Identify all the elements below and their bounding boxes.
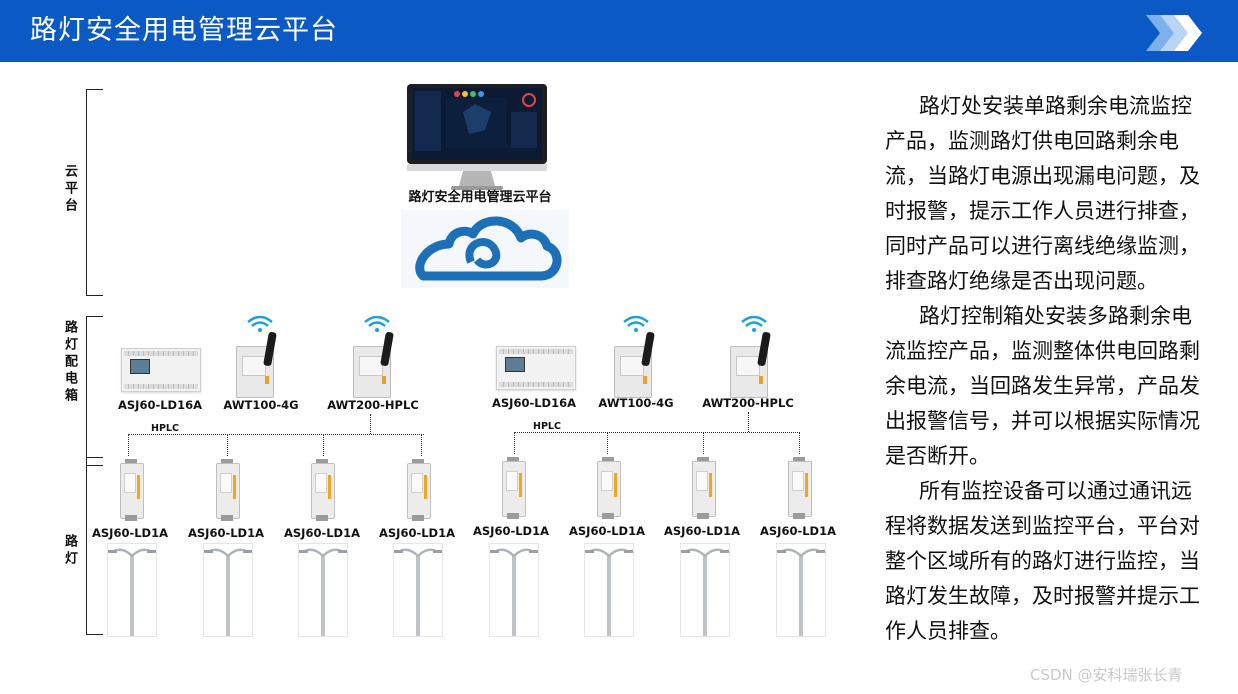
- description-text: 路灯处安装单路剩余电流监控产品，监测路灯供电回路剩余电流，当路灯电源出现漏电问题…: [885, 89, 1210, 649]
- gateway-awt100-4g-1: [236, 324, 284, 396]
- paragraph-3: 所有监控设备可以通过通讯远程将数据发送到监控平台，平台对整个区域所有的路灯进行监…: [885, 474, 1210, 649]
- street-lamp-icon: [393, 543, 443, 637]
- monitor-icon: [405, 82, 549, 192]
- tier-label-distribution: 路灯配电箱: [60, 320, 79, 405]
- bus-line: [514, 432, 800, 433]
- device-label: AWT200-HPLC: [327, 398, 419, 412]
- meter-asj60-ld16a-1: [121, 348, 201, 392]
- sensor-label: ASJ60-LD1A: [379, 526, 455, 540]
- sensor-asj60-ld1a: [593, 457, 623, 519]
- tier-bracket-lamps: [86, 457, 103, 635]
- device-label: AWT200-HPLC: [702, 396, 794, 410]
- sensor-label: ASJ60-LD1A: [664, 524, 740, 538]
- device-label: ASJ60-LD16A: [118, 398, 202, 412]
- tier-bracket-cloud: [86, 89, 103, 296]
- bus-drop: [370, 414, 371, 434]
- paragraph-1: 路灯处安装单路剩余电流监控产品，监测路灯供电回路剩余电流，当路灯电源出现漏电问题…: [885, 89, 1210, 299]
- watermark: CSDN @安科瑞张长青: [1030, 664, 1183, 685]
- title-bar: 路灯安全用电管理云平台: [0, 0, 1238, 62]
- tier-label-lamps: 路灯: [60, 534, 79, 568]
- bus-drop: [514, 432, 515, 454]
- bus-drop: [227, 434, 228, 456]
- sensor-asj60-ld1a: [498, 457, 528, 519]
- sensor-asj60-ld1a: [784, 457, 814, 519]
- sensor-asj60-ld1a: [212, 459, 242, 521]
- bus-drop: [323, 434, 324, 456]
- street-lamp-icon: [298, 543, 348, 637]
- sensor-label: ASJ60-LD1A: [188, 526, 264, 540]
- gateway-awt200-hplc-2: [730, 324, 778, 396]
- street-lamp-icon: [203, 543, 253, 637]
- sensor-label: ASJ60-LD1A: [569, 524, 645, 538]
- bus-drop: [703, 432, 704, 454]
- street-lamp-icon: [107, 543, 157, 637]
- bus-drop: [607, 432, 608, 454]
- double-chevron-icon: [1146, 15, 1204, 51]
- sensor-label: ASJ60-LD1A: [760, 524, 836, 538]
- gateway-awt100-4g-2: [614, 324, 662, 396]
- sensor-label: ASJ60-LD1A: [284, 526, 360, 540]
- cloud-icon: [401, 210, 569, 288]
- bus-drop: [799, 432, 800, 454]
- bus-drop: [128, 434, 129, 456]
- platform-caption: 路灯安全用电管理云平台: [385, 186, 575, 205]
- paragraph-2: 路灯控制箱处安装多路剩余电流监控产品，监测整体供电回路剩余电流，当回路发生异常，…: [885, 299, 1210, 474]
- sensor-asj60-ld1a: [403, 459, 433, 521]
- bus-label: HPLC: [151, 423, 179, 434]
- device-label: ASJ60-LD16A: [492, 396, 576, 410]
- tier-label-cloud: 云平台: [60, 164, 79, 215]
- sensor-asj60-ld1a: [688, 457, 718, 519]
- bus-drop: [421, 434, 422, 456]
- sensor-label: ASJ60-LD1A: [473, 524, 549, 538]
- street-lamp-icon: [584, 543, 634, 637]
- device-label: AWT100-4G: [598, 396, 673, 410]
- system-diagram: 云平台 路灯配电箱 路灯 路灯安全用电管理云平台 ASJ60-LD16A: [0, 62, 860, 694]
- meter-asj60-ld16a-2: [496, 346, 576, 390]
- bus-line: [128, 434, 424, 435]
- tier-bracket-distribution: [86, 316, 103, 466]
- bus-label: HPLC: [533, 421, 561, 432]
- sensor-asj60-ld1a: [116, 459, 146, 521]
- bus-drop: [748, 412, 749, 432]
- street-lamp-icon: [776, 543, 826, 637]
- sensor-label: ASJ60-LD1A: [92, 526, 168, 540]
- device-label: AWT100-4G: [223, 398, 298, 412]
- sensor-asj60-ld1a: [307, 459, 337, 521]
- street-lamp-icon: [489, 543, 539, 637]
- street-lamp-icon: [680, 543, 730, 637]
- gateway-awt200-hplc-1: [353, 324, 401, 396]
- page-title: 路灯安全用电管理云平台: [30, 12, 338, 50]
